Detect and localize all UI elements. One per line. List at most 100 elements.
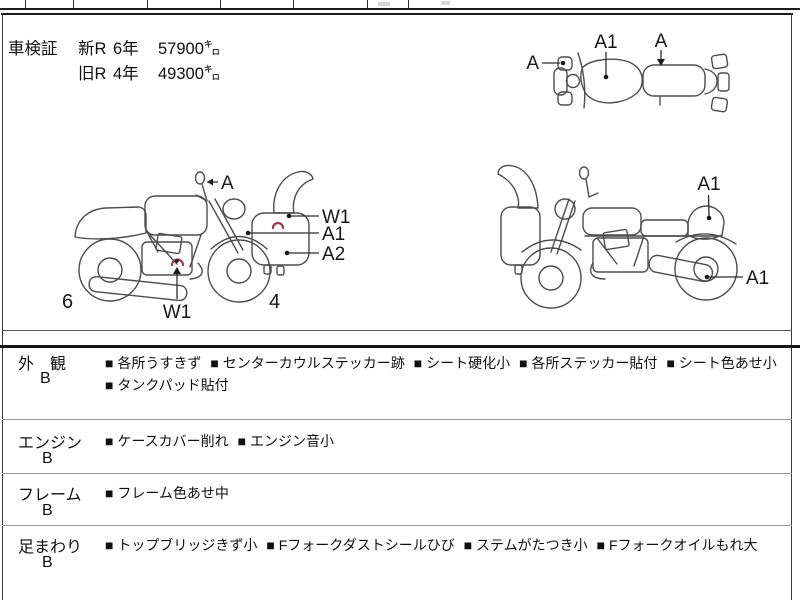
diagram-section-bottom-border xyxy=(2,330,792,331)
condition-note: ■ シート硬化小 xyxy=(413,355,511,371)
fuel-tank xyxy=(580,58,643,104)
cutoff-text-fragment xyxy=(378,2,390,6)
damage-code-label: A1 xyxy=(594,32,617,53)
condition-note: ■ Fフォークダストシールひび xyxy=(266,537,455,553)
header-column-divider xyxy=(408,0,409,9)
row-divider xyxy=(2,473,792,474)
cowl-tab xyxy=(276,265,285,276)
front-hub xyxy=(226,258,252,284)
header-column-divider xyxy=(293,0,294,9)
mirror xyxy=(578,166,590,180)
headlight xyxy=(554,198,576,220)
row-notes: ■ 各所うすきず■ センターカウルステッカー跡■ シート硬化小■ 各所ステッカー… xyxy=(105,352,791,396)
fuel-tank xyxy=(582,207,642,236)
header-column-divider xyxy=(367,0,368,9)
condition-note: ■ 各所ステッカー貼付 xyxy=(519,355,658,371)
engine-case xyxy=(592,237,649,273)
damage-code-label: A xyxy=(526,53,539,74)
cowl-windscreen xyxy=(273,170,314,214)
condition-table-top-border xyxy=(0,345,800,348)
pointer-dot xyxy=(706,215,712,221)
front-wheel xyxy=(207,239,271,303)
sheet-top-border xyxy=(1,13,793,15)
cutoff-text-fragment xyxy=(441,1,450,5)
certificate-old-era: 旧R xyxy=(78,65,107,83)
damage-code-label: W1 xyxy=(163,302,192,323)
header-column-divider xyxy=(220,0,221,9)
header-column-divider xyxy=(73,0,74,9)
handlebar xyxy=(195,183,208,202)
headlight xyxy=(222,198,246,220)
rear-wheel xyxy=(78,238,142,302)
certificate-new-distance: 57900㌔ xyxy=(158,40,221,58)
row-notes: ■ トップブリッジきず小■ Fフォークダストシールひび■ ステムがたつき小■ F… xyxy=(105,534,791,556)
certificate-old-years: 4年 xyxy=(113,65,139,83)
side-cowl-panel xyxy=(251,212,310,266)
damage-code-label: A1 xyxy=(322,224,345,245)
pointer-arrowhead xyxy=(657,59,665,66)
pointer-arrowhead xyxy=(207,178,213,186)
engine-case xyxy=(141,241,193,276)
carburetor xyxy=(155,232,183,255)
pointer-dot xyxy=(704,274,710,280)
damage-mark-cowl xyxy=(271,221,285,230)
front-fork xyxy=(208,198,244,254)
windscreen xyxy=(577,52,586,109)
exhaust-pipe xyxy=(589,262,606,280)
motorcycle-left-side-diagram: A1 A1 xyxy=(497,164,769,309)
condition-note: ■ タンクパッド貼付 xyxy=(105,377,229,393)
rear-left-indicator xyxy=(710,53,729,70)
damage-code-label: A1 xyxy=(697,174,720,195)
row-category: 足まわり xyxy=(18,539,83,556)
certificate-new-era: 新R xyxy=(78,40,107,58)
row-divider xyxy=(2,419,792,420)
condition-note: ■ エンジン音小 xyxy=(237,433,335,449)
carburetor xyxy=(602,228,630,251)
row-grade: B xyxy=(42,502,53,519)
motorcycle-top-view-diagram: A A1 A xyxy=(526,31,730,113)
tail-cowl xyxy=(74,206,147,240)
header-column-divider xyxy=(25,0,26,9)
steering-head xyxy=(565,73,581,89)
condition-note: ■ シート色あせ小 xyxy=(666,355,777,371)
exhaust-pipe xyxy=(189,262,203,280)
mirror xyxy=(194,171,206,185)
cowl-tab xyxy=(263,264,272,275)
cowl-windscreen xyxy=(497,164,539,209)
condition-note: ■ ステムがたつき小 xyxy=(463,537,588,553)
row-grade: B xyxy=(42,450,53,467)
handlebar xyxy=(585,178,599,198)
cowl-tab xyxy=(514,264,523,275)
damage-code-label: A xyxy=(221,173,234,194)
fuel-tank xyxy=(144,195,208,236)
certificate-new-years: 6年 xyxy=(113,40,139,58)
rear-right-indicator xyxy=(710,96,729,113)
pointer-dot xyxy=(603,74,609,80)
header-column-divider xyxy=(147,0,148,9)
sheet-right-border xyxy=(791,13,792,600)
rear-body xyxy=(704,68,718,95)
front-fork xyxy=(550,198,576,255)
header-bottom-border xyxy=(0,8,800,10)
pointer-dot xyxy=(560,60,566,66)
row-notes: ■ フレーム色あせ中 xyxy=(105,482,791,504)
condition-note: ■ フレーム色あせ中 xyxy=(105,485,229,501)
tail-cowl xyxy=(687,205,725,240)
rear-wheel xyxy=(674,237,738,301)
motorcycle-right-side-diagram: A W1 A1 A2 W1 6 4 xyxy=(62,170,351,323)
condition-note: ■ ケースカバー削れ xyxy=(105,433,229,449)
frame-tubes xyxy=(596,235,645,267)
muffler xyxy=(648,254,714,283)
front-wheel xyxy=(553,67,568,96)
row-grade: B xyxy=(42,554,53,571)
pointer-dot xyxy=(175,259,179,263)
damage-code-label: W1 xyxy=(322,207,351,228)
damage-code-label: A1 xyxy=(746,268,769,289)
front-wheel xyxy=(520,247,582,309)
row-category: 外 観 xyxy=(18,356,67,373)
seat xyxy=(642,64,706,97)
damage-code-label: A xyxy=(655,31,668,52)
wheel-grade-number: 6 xyxy=(62,291,73,313)
pointer-dot xyxy=(286,213,292,219)
